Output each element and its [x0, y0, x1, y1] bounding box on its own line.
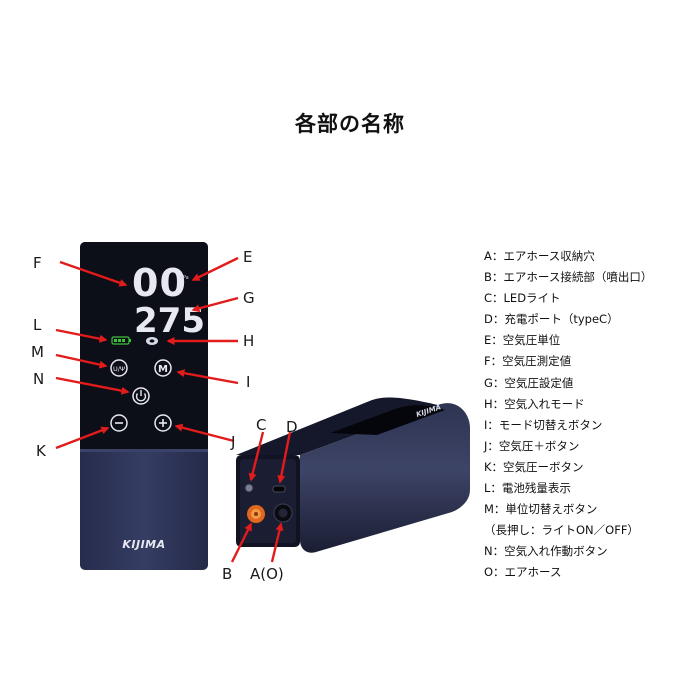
callout-G: G [243, 289, 255, 307]
arrow-J [174, 423, 235, 443]
arrow-C [248, 431, 265, 482]
callout-M: M [31, 343, 44, 361]
legend-item: H：空気入れモード [484, 396, 585, 411]
callout-F: F [33, 254, 42, 272]
callout-D: D [286, 418, 298, 436]
parts-legend: A：エアホース収納穴 B：エアホース接続部（噴出口） C：LEDライト D：充電… [484, 246, 694, 584]
arrow-G [191, 296, 239, 313]
callout-letters: F E G L H M I N K J C D B A(O) [31, 248, 298, 583]
callout-N: N [33, 370, 44, 388]
callout-A: A(O) [250, 565, 284, 583]
legend-item: M：単位切替えボタン [484, 502, 598, 517]
legend-item: O：エアホース [484, 565, 562, 580]
callout-B: B [222, 565, 232, 583]
unit-switch-button[interactable]: U/Ψ [110, 359, 128, 377]
callout-C: C [256, 416, 266, 434]
led-light [244, 483, 254, 493]
plus-icon [159, 419, 167, 427]
mode-button-glyph: M [158, 364, 168, 375]
callout-E: E [243, 248, 252, 266]
legend-item: B：エアホース接続部（噴出口） [484, 270, 653, 285]
pressure-minus-button[interactable] [110, 414, 128, 432]
air-hose-connector [247, 505, 265, 523]
power-icon [135, 393, 147, 402]
arrow-B [230, 522, 253, 563]
arrow-I [176, 369, 239, 385]
panel-separator [80, 449, 208, 452]
inflate-start-button[interactable] [132, 387, 150, 405]
legend-item: A：エアホース収納穴 [484, 249, 595, 263]
legend-item: I：モード切替えボタン [484, 417, 603, 432]
display-bottom-digits: 275 [134, 301, 205, 341]
legend-item: N：空気入れ作動ボタン [484, 544, 608, 559]
unit-button-glyph: U/Ψ [113, 365, 125, 373]
callout-arrows [55, 256, 292, 563]
arrow-A [270, 522, 284, 563]
arrow-L [55, 328, 108, 343]
legend-item: L：電池残量表示 [484, 481, 571, 496]
mode-switch-button[interactable]: M [154, 359, 172, 377]
battery-level-indicator [111, 336, 131, 345]
legend-item: （長押し：ライトON／OFF） [484, 523, 639, 538]
legend-item: C：LEDライト [484, 291, 561, 306]
display-top-digits: 00 [132, 261, 187, 305]
arrow-E [191, 256, 239, 282]
legend-item: E：空気圧単位 [484, 333, 561, 348]
brand-logo: KIJIMA [122, 538, 165, 551]
arrow-K [55, 426, 110, 450]
callout-I: I [246, 373, 250, 391]
back-device-side [300, 403, 470, 553]
arrow-M [55, 353, 108, 369]
legend-item: G：空気圧設定値 [484, 375, 574, 390]
arrow-D [277, 431, 292, 484]
legend-item: F：空気圧測定値 [484, 354, 572, 369]
pressure-plus-button[interactable] [154, 414, 172, 432]
front-device: 00 kPa 275 U/Ψ M [80, 242, 208, 570]
display-top-unit: kPa [180, 275, 189, 281]
front-panel [80, 242, 208, 452]
air-hose-storage [273, 503, 293, 523]
legend-item: J：空気圧＋ボタン [484, 438, 580, 453]
charging-port [272, 485, 286, 493]
back-device: KIJIMA [236, 397, 470, 553]
legend-item: D：充電ポート（typeC） [484, 312, 619, 327]
back-device-screen-area [330, 405, 445, 435]
callout-L: L [33, 316, 42, 334]
arrow-F [59, 260, 128, 287]
back-device-top [236, 397, 438, 455]
inflate-mode-icon [146, 337, 158, 345]
page-title: 各部の名称 [295, 112, 405, 136]
callout-H: H [243, 332, 254, 350]
callout-J: J [230, 433, 235, 451]
arrow-N [55, 376, 130, 395]
legend-item: K：空気圧ーボタン [484, 459, 584, 474]
callout-K: K [36, 442, 47, 460]
